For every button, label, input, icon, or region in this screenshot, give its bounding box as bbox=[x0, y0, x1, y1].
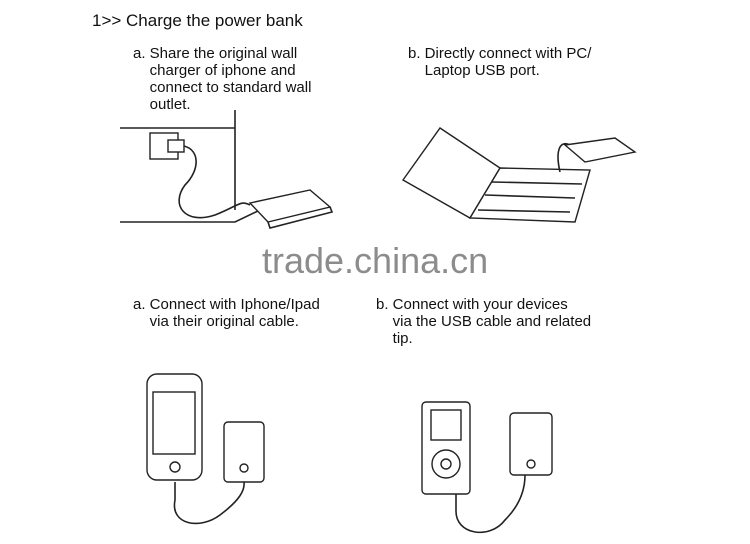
mp3-player-illustration bbox=[421, 401, 553, 534]
charge-step-b-text: b. Directly connect with PC/ Laptop USB … bbox=[408, 45, 592, 79]
use-step-a-text: a. Connect with Iphone/Ipad via their or… bbox=[133, 296, 320, 330]
power-bank-illustration bbox=[248, 189, 334, 229]
wall-outlet-illustration bbox=[120, 110, 261, 223]
watermark: trade.china.cn bbox=[262, 240, 489, 281]
section-heading: 1>> Charge the power bank bbox=[92, 11, 303, 30]
charge-step-a-text: a. Share the original wall charger of ip… bbox=[133, 45, 312, 113]
laptop-illustration bbox=[401, 127, 637, 223]
iphone-illustration bbox=[146, 373, 265, 525]
use-step-b-text: b. Connect with your devices via the USB… bbox=[376, 296, 592, 347]
